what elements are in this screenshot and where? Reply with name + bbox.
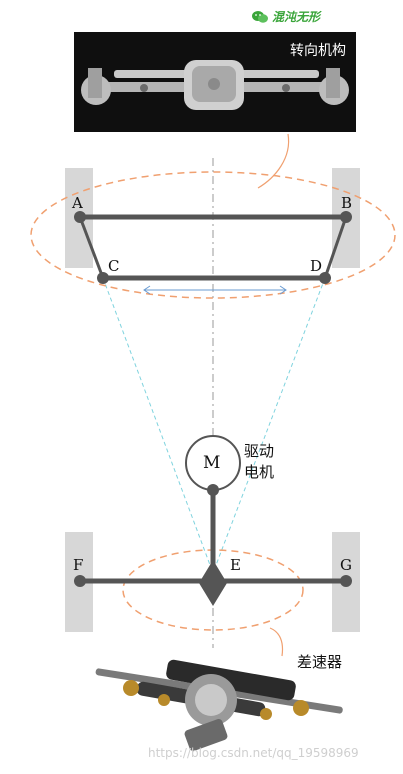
connector-to-steering-photo — [257, 133, 290, 189]
projection-line-left — [102, 277, 214, 574]
brand-text: 混沌无形 — [272, 10, 321, 24]
label-F: F — [73, 556, 84, 574]
joint-F — [74, 575, 86, 587]
motor-label-line1: 驱动 — [244, 442, 275, 460]
label-B: B — [341, 194, 353, 212]
label-G: G — [340, 556, 352, 574]
joint-A — [74, 211, 86, 223]
link-AC — [78, 216, 105, 279]
steering-photo-label: 转向机构 — [290, 43, 346, 59]
joint-D — [319, 272, 331, 284]
differential-photo: 差速器 — [76, 652, 356, 772]
label-A: A — [72, 194, 83, 212]
rack-travel-arrow — [143, 285, 287, 295]
motor-label-line2: 电机 — [244, 463, 275, 481]
label-D: D — [310, 257, 323, 275]
label-C: C — [108, 257, 120, 275]
wechat-icon — [252, 10, 268, 23]
joint-motor-shaft — [207, 484, 219, 496]
differential-photo-label: 差速器 — [296, 653, 342, 671]
brand: 混沌无形 — [252, 8, 320, 25]
label-E: E — [230, 556, 241, 574]
watermark: https://blog.csdn.net/qq_19598969 — [148, 746, 359, 760]
projection-line-right — [212, 277, 326, 574]
steering-ellipse — [30, 171, 396, 299]
motor-label: 驱动 电机 — [244, 441, 274, 483]
steering-photo: 转向机构 — [74, 32, 356, 132]
steering-assembly-image — [81, 60, 349, 110]
joint-B — [340, 211, 352, 223]
label-M: M — [203, 453, 221, 473]
connector-to-differential-photo — [269, 627, 284, 657]
joint-C — [97, 272, 109, 284]
joint-G — [340, 575, 352, 587]
differential-assembly-image — [95, 659, 343, 752]
link-BD — [323, 216, 348, 279]
differential-diamond — [199, 560, 227, 606]
